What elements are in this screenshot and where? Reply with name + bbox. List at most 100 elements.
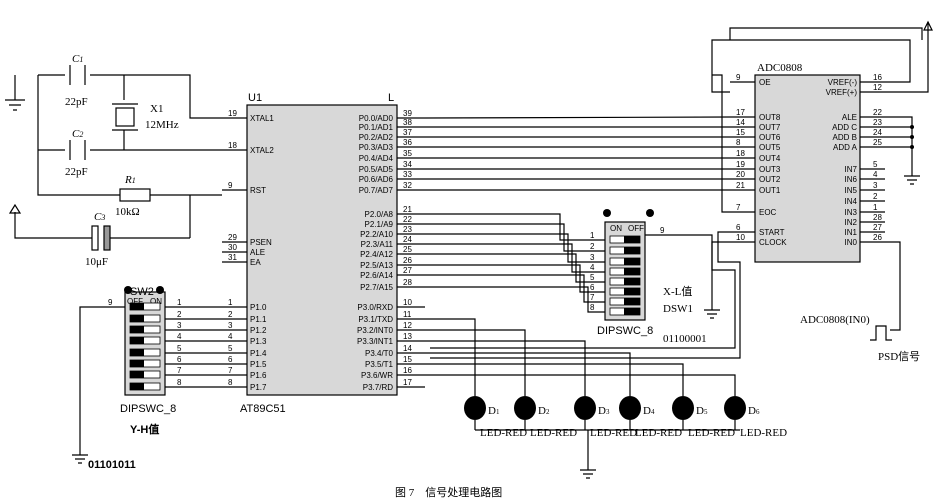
mcu-pin-number: 6 <box>228 355 233 364</box>
adc-pin-name: IN3 <box>845 208 858 217</box>
mcu-pin-number: 14 <box>403 344 412 353</box>
mcu-pin-name: P2.5/A13 <box>360 261 393 270</box>
sw2-ref: SW2 <box>130 286 154 298</box>
mcu-pin-name: P1.5 <box>250 360 267 369</box>
dsw1-wire <box>425 286 605 313</box>
mcu-left-pins: 19XTAL118XTAL29RST29PSEN30ALE31EA1P1.02P… <box>222 109 274 392</box>
c3-value: 10μF <box>85 256 108 268</box>
adc-pin-name: IN4 <box>845 197 858 206</box>
c3-ref: C3 <box>94 211 105 223</box>
c2-ref: C2 <box>72 128 83 140</box>
mcu-pin-name: P3.3/INT1 <box>357 337 394 346</box>
mcu-pin-name: XTAL1 <box>250 114 274 123</box>
dsw1-lever <box>624 298 640 305</box>
mcu-pin-number: 7 <box>228 366 233 375</box>
mcu-body <box>246 104 398 396</box>
adc-pin-name: OUT2 <box>759 175 781 184</box>
sw2-pin-number: 3 <box>177 321 182 330</box>
dsw1-wire <box>425 274 605 303</box>
mcu-ref: U1 <box>248 92 262 104</box>
led-wire <box>425 318 476 396</box>
r1-value: 10kΩ <box>115 206 140 218</box>
adc-left-pins: 9OE17OUT814OUT715OUT68OUT518OUT419OUT320… <box>730 73 787 247</box>
led-wire <box>425 329 526 396</box>
adc-pin-number: 2 <box>873 192 878 201</box>
mcu-pin-name: RST <box>250 186 266 195</box>
dsw1-pin-number: 8 <box>590 303 595 312</box>
c1-value: 22pF <box>65 96 88 108</box>
mcu-pin-name: P3.4/T0 <box>365 349 394 358</box>
adc-pin-number: 27 <box>873 223 882 232</box>
sw2-lever <box>130 326 144 333</box>
adc-pin-name: START <box>759 228 785 237</box>
adc-pin-name: OUT1 <box>759 186 781 195</box>
mcu-pin-name: EA <box>250 258 261 267</box>
adc-pin-number: 7 <box>736 203 741 212</box>
adc-pin-name: OUT4 <box>759 154 781 163</box>
mcu-pin-name: P0.6/AD6 <box>359 175 394 184</box>
led-wire <box>425 352 631 396</box>
dsw1-code: 01100001 <box>663 333 707 345</box>
mcu-pin-name: P2.4/A12 <box>360 250 393 259</box>
vcc-arrow-left <box>8 203 22 214</box>
adc-pin-name: OUT5 <box>759 143 781 152</box>
mcu-pin-name: P0.0/AD0 <box>359 114 394 123</box>
c2-plates <box>69 140 86 160</box>
dsw1-wire <box>425 213 605 241</box>
sw2-common-wire <box>79 306 125 455</box>
dsw1-lever <box>624 247 640 254</box>
c1-ref: C1 <box>72 53 83 65</box>
led-icon <box>672 396 694 420</box>
sw2-lever <box>130 371 144 378</box>
sw2-off: OFF <box>127 297 143 306</box>
adc-pin-number: 24 <box>873 128 882 137</box>
mcu-pin-number: 35 <box>403 149 412 158</box>
sw2-lever <box>130 360 144 367</box>
dsw1-lever <box>624 236 640 243</box>
adc-pin-name: OUT7 <box>759 123 781 132</box>
adc-pin-number: 15 <box>736 128 745 137</box>
sw2-lever <box>130 337 144 344</box>
mcu-pin-name: P1.0 <box>250 303 267 312</box>
adc-pin-name: EOC <box>759 208 777 217</box>
mcu-pin-number: 4 <box>228 332 233 341</box>
ground-icon <box>904 170 920 185</box>
dsw1-off: OFF <box>628 224 644 233</box>
adc-pin-number: 23 <box>873 118 882 127</box>
mcu-pin-name: P0.1/AD1 <box>359 123 394 132</box>
led-ref: D3 <box>598 405 610 417</box>
led-common-ground <box>475 429 740 470</box>
adc-pin-number: 18 <box>736 149 745 158</box>
dsw1-pin-number: 3 <box>590 253 595 262</box>
adc-pin-name: ADD A <box>833 143 858 152</box>
sw2-lever <box>130 303 144 310</box>
adc-pin-number: 19 <box>736 160 745 169</box>
mcu-pin-name: P2.3/A11 <box>361 240 394 249</box>
led-icon <box>464 396 486 420</box>
dsw1-pin-number: 2 <box>590 242 595 251</box>
dsw1-lever <box>624 268 640 275</box>
led-wire <box>425 374 736 396</box>
dsw1-wire <box>425 264 605 293</box>
mcu-pin-name: P3.2/INT0 <box>357 326 394 335</box>
r1-ref: R1 <box>124 174 136 186</box>
led-ref: D5 <box>696 405 708 417</box>
mcu-pin-name: P2.7/A15 <box>360 283 393 292</box>
mcu-pin-number: 24 <box>403 235 412 244</box>
led-ref: D6 <box>748 405 760 417</box>
adc-input-label: ADC0808(IN0) <box>800 314 870 326</box>
mcu-pin-number: 2 <box>228 310 233 319</box>
mcu-pin-name: XTAL2 <box>250 146 274 155</box>
led-wire <box>425 340 586 396</box>
mcu-pin-number: 5 <box>228 344 233 353</box>
mcu-pin-name: P3.1/TXD <box>358 315 393 324</box>
figure-caption: 图 7 信号处理电路图 <box>395 486 502 499</box>
sw2-lever <box>130 349 144 356</box>
sw2-code: 01101011 <box>88 459 136 471</box>
dsw1-label: X-L值 <box>663 285 692 298</box>
mcu-pin-name: ALE <box>250 248 265 257</box>
